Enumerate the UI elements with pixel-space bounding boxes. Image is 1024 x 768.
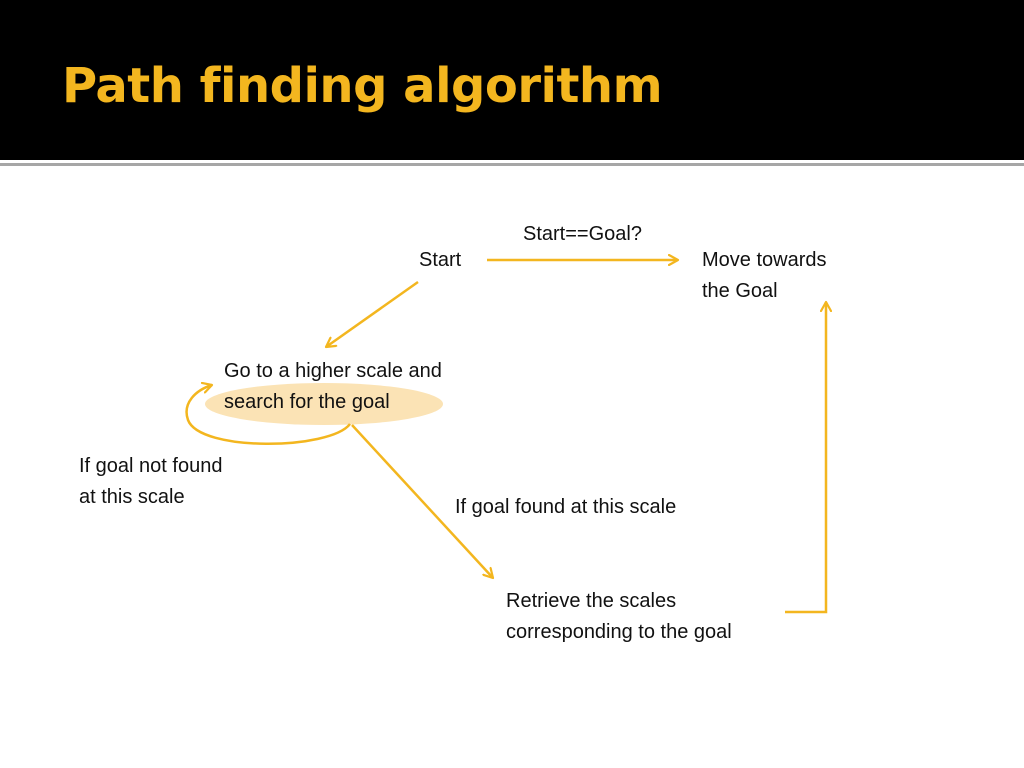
title-bar (0, 0, 1024, 160)
slide-title: Path finding algorithm (62, 58, 663, 114)
title-divider (0, 163, 1024, 166)
arrow-retrieve-to-move (785, 302, 826, 614)
arrow-start-to-higher-scale (326, 280, 419, 347)
edge-label-start-equals-goal: Start==Goal? (523, 223, 642, 245)
edge-label-not-found-line-2: at this scale (79, 486, 185, 508)
node-start-line: Start (419, 249, 462, 271)
highlight-ellipse (205, 383, 443, 425)
arrow-loop-not-found (185, 385, 351, 445)
node-retrieve-line-2: corresponding to the goal (506, 621, 732, 643)
node-move-towards-goal: Move towards the Goal (702, 245, 827, 307)
node-move-line-1: Move towards (702, 249, 827, 271)
edge-label-found: If goal found at this scale (455, 496, 677, 518)
node-start: Start (419, 245, 461, 276)
node-higher-scale-line-2: search for the goal (224, 391, 390, 413)
node-retrieve-line-1: Retrieve the scales (506, 590, 677, 612)
node-higher-scale-line-1: Go to a higher scale and (224, 360, 442, 382)
arrow-higher-scale-to-retrieve (351, 424, 493, 578)
edge-label-not-found: If goal not found at this scale (79, 451, 222, 513)
node-retrieve-scales: Retrieve the scales corresponding to the… (506, 586, 732, 648)
edge-label-not-found-line-1: If goal not found (79, 455, 223, 477)
node-higher-scale: Go to a higher scale and search for the … (224, 356, 442, 418)
node-move-line-2: the Goal (702, 280, 778, 302)
